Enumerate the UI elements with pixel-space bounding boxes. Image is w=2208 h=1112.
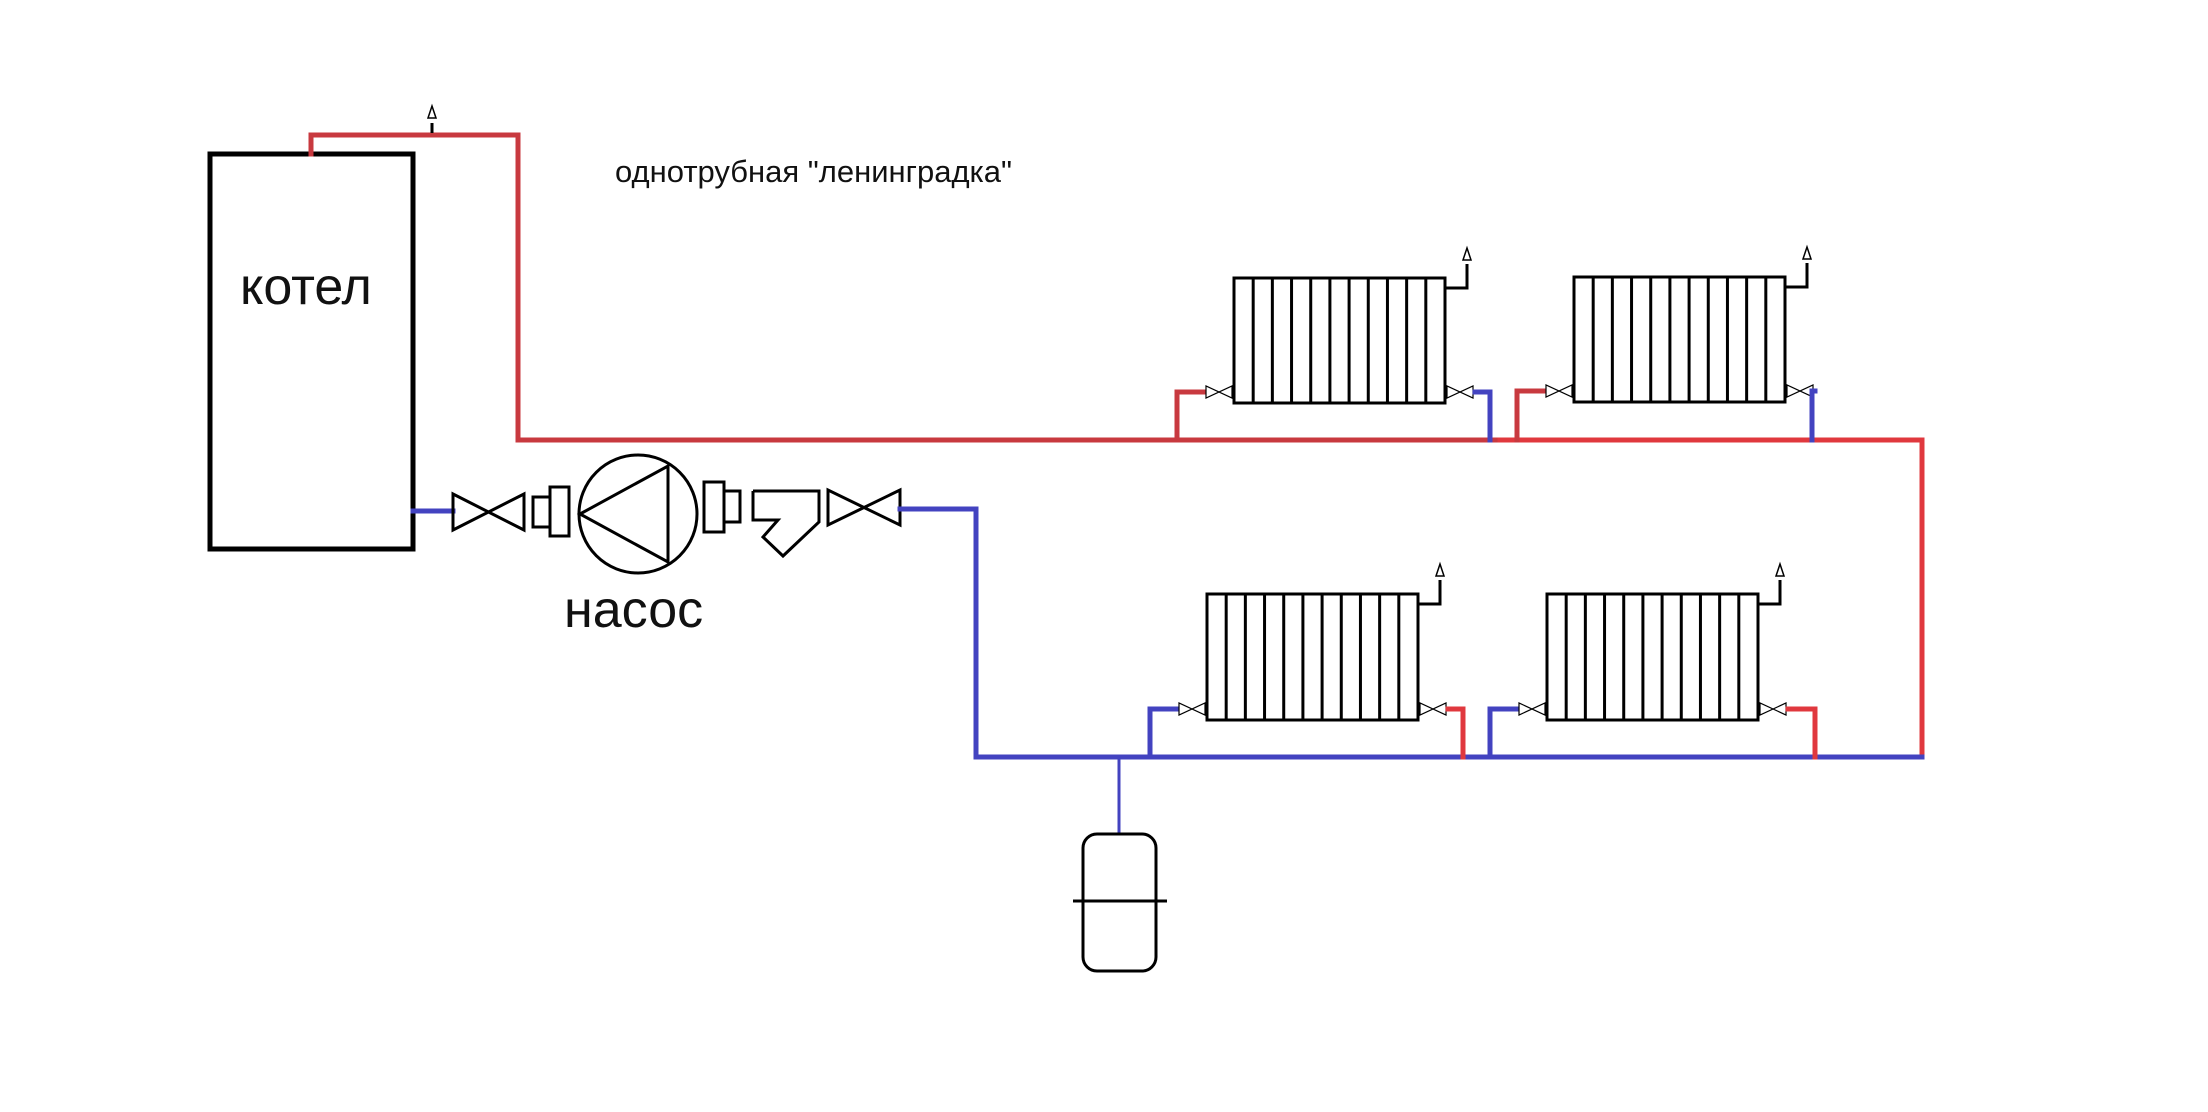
radiator-inlet-pipe (1514, 388, 1547, 443)
air-vent-icon (1461, 245, 1473, 261)
boiler: котел (207, 151, 416, 552)
radiator-valve-icon (1518, 702, 1546, 716)
radiator-outlet-pipe (1809, 388, 1818, 443)
radiator-lower-2 (1487, 561, 1818, 760)
radiator-inlet-pipe (1487, 706, 1520, 760)
radiator-body (1205, 592, 1420, 722)
radiator-lower-1 (1147, 561, 1466, 760)
radiator-valve-icon (1786, 384, 1814, 398)
supply-main-pipe (308, 132, 1179, 443)
radiator-inlet-pipe (1147, 706, 1180, 760)
radiator-outlet-pipe (1472, 389, 1493, 443)
radiator-upper-2 (1514, 244, 1818, 443)
air-vent-icon (1434, 561, 1446, 577)
radiator-valve-icon (1545, 384, 1573, 398)
radiator-body (1545, 592, 1760, 722)
air-vent-icon (1801, 244, 1813, 260)
supply-riser-pipe (1497, 437, 1925, 760)
diagram-title: однотрубная "ленинградка" (615, 154, 1012, 189)
air-vent-icon (426, 103, 438, 133)
radiator-body (1572, 275, 1787, 404)
radiators (1147, 244, 1818, 760)
expansion-tank (1073, 757, 1167, 973)
air-vent-icon (1774, 561, 1786, 577)
shutoff-valve-icon (826, 487, 902, 528)
radiator-inlet-pipe (1174, 389, 1207, 443)
boiler-label: котел (240, 258, 372, 316)
radiator-valve-icon (1178, 702, 1206, 716)
boiler-body (207, 151, 416, 552)
air-vent-pipe (1758, 580, 1782, 606)
union-fitting-icon (531, 485, 571, 538)
air-vent-pipe (1418, 580, 1442, 606)
union-fitting-icon (702, 480, 742, 534)
radiator-valve-icon (1205, 385, 1233, 399)
radiator-valve-icon (1446, 385, 1474, 399)
return-main-pipe (897, 506, 1925, 760)
radiator-valve-icon (1419, 702, 1447, 716)
radiator-outlet-pipe (1445, 706, 1466, 760)
air-vent-pipe (1445, 264, 1469, 290)
radiator-outlet-pipe (1785, 706, 1818, 760)
radiator-body (1232, 276, 1447, 405)
air-vent-pipe (1785, 263, 1809, 289)
shutoff-valve-icon (451, 491, 526, 533)
radiator-valve-icon (1759, 702, 1787, 716)
pump-icon (576, 453, 699, 575)
radiator-upper-1 (1174, 245, 1493, 443)
pump-label: насос (564, 581, 703, 639)
strainer-icon (751, 489, 821, 559)
